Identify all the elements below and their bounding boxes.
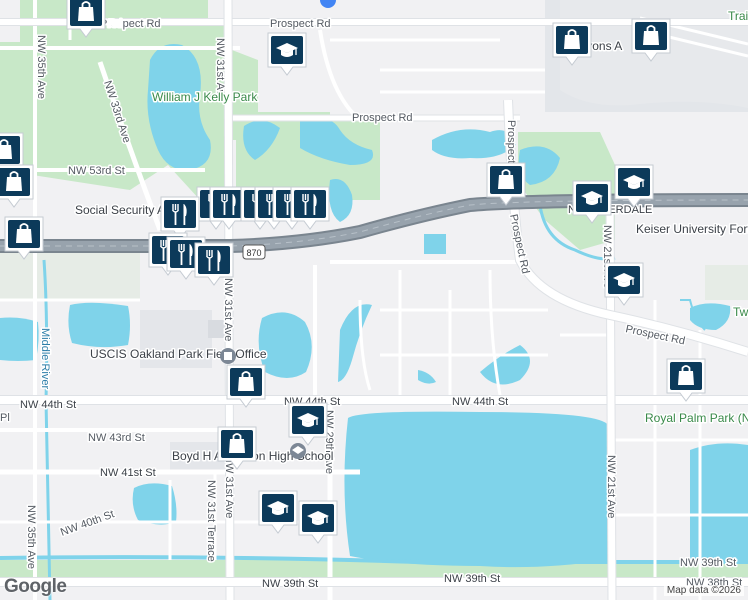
pin-background [294,190,326,218]
road-label-prospect-rd-mid: Prospect Rd [352,112,413,124]
canal-1 [338,304,372,382]
place-label-keiser[interactable]: Keiser University Fort Lauderdale [635,221,748,238]
pond-golf-1 [243,120,280,160]
place-label-trail[interactable]: Trai [727,8,748,25]
road-label-nw-31st-ave-mid: NW 31st Ave [222,278,234,341]
big-lake [344,411,609,568]
place-label-tw[interactable]: Tw [732,304,748,321]
government-marker [220,348,236,364]
road-label-nw-31st-ave-south: NW 31st Ave [223,455,235,518]
canal-east [538,204,616,261]
map-pin-restaurant[interactable] [290,186,330,230]
pond-golf-2 [300,117,374,165]
road-label-nw-35th-ave-south: NW 35th Ave [25,505,37,569]
map-pin-shopping[interactable] [631,18,671,62]
road-label-nw-39th-st-mid: NW 39th St [262,578,318,590]
map-pin-education[interactable] [288,402,328,446]
place-label-william-j-kelly-park[interactable]: William J Kelly Park [151,89,260,106]
pin-background [164,200,196,228]
building [208,320,228,338]
map-copyright: Map data ©2026 [663,585,744,596]
map-pin-shopping[interactable] [226,364,266,408]
google-logo: Google [4,576,67,597]
road-label-nw-44th-st-east: NW 44th St [452,396,508,408]
map-pin-restaurant[interactable] [194,242,234,286]
road-label-nw-31st-ave-north: NW 31st Ave [214,38,226,101]
map-pin-education[interactable] [267,32,307,76]
lake-royal-palm [690,443,748,560]
map-pin-shopping[interactable] [4,216,44,260]
road-label-nw-39th-st-east: NW 39th St [444,573,500,585]
map-pin-restaurant[interactable] [209,186,249,230]
pin-background [170,240,202,268]
map-pin-shopping[interactable] [552,22,592,66]
road-label-nw-35th-ave-north: NW 35th Ave [35,35,47,99]
middle-river-label: Middle River [39,328,51,389]
road-label-pl: Pl [0,412,10,424]
canal-3 [418,370,436,384]
pool [424,234,446,254]
park-east-small [705,265,748,300]
middle-river [42,259,52,600]
park-south-strip [0,560,748,582]
map-pin-shopping[interactable] [486,162,526,206]
map-pin-shopping[interactable] [0,164,34,208]
map-pin-education[interactable] [572,180,612,224]
road-label-prospect-rd-nw: Prospect Rd [100,18,161,30]
pin-background [213,190,245,218]
map-pin-shopping[interactable] [66,0,106,38]
pin-background [198,246,230,274]
road-label-rd-fragment: Rd [108,18,122,30]
road-label-nw-41st-st: NW 41st St [100,467,156,479]
route-870-label: 870 [246,248,261,258]
pond-41st [132,483,177,525]
place-label-royal-palm-park[interactable]: Royal Palm Park (North entrance) [644,410,748,427]
road-label-nw-39th-st-right: NW 39th St [680,557,736,569]
canal-ne [680,299,706,331]
pond-uscis [258,312,312,378]
pond-west-1 [68,302,130,348]
road-label-nw-53rd-st: NW 53rd St [68,165,125,177]
pond-east [518,146,560,185]
map-pin-education[interactable] [614,164,654,208]
road-label-prospect-rd-top: Prospect Rd [270,18,331,30]
building-block [140,310,212,368]
road-label-nw-21st-ave-south: NW 21st Ave [605,455,617,518]
road-label-nw-31st-terrace: NW 31st Terrace [205,480,217,562]
map-pin-education[interactable] [258,490,298,534]
road-label-nw-43rd-st: NW 43rd St [88,432,145,444]
map-pin-shopping[interactable] [666,358,706,402]
park-west-small [0,250,140,300]
route-870-shield: 870 [242,244,266,260]
place-label-uscis[interactable]: USCIS Oakland Park Field Office [89,346,269,363]
pond-golf-3 [329,179,353,222]
map-pin-shopping[interactable] [217,426,257,470]
north-marker [320,0,336,8]
map-pin-education[interactable] [604,262,644,306]
school-marker [290,443,306,459]
road-label-nw-44th-st-west: NW 44th St [20,399,76,411]
kelly-park-lake [147,44,211,171]
pond-west-3 [0,317,39,361]
map-pin-education[interactable] [298,500,338,544]
pond-prospect [432,129,516,159]
map-pin-restaurant[interactable] [160,196,200,240]
map-pins [0,0,706,544]
